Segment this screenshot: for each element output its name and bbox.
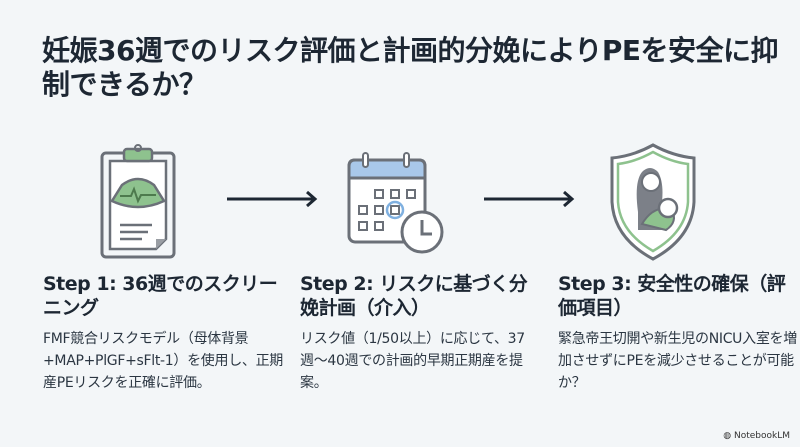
arrow-right-icon bbox=[227, 190, 318, 208]
step-2: Step 2: リスクに基づく分娩計画（介入） リスク値（1/50以上）に応じて… bbox=[300, 272, 540, 394]
shield-mother-baby-icon bbox=[610, 143, 696, 261]
step-heading: Step 2: リスクに基づく分娩計画（介入） bbox=[300, 273, 528, 319]
step-heading: Step 1: 36週でのスクリーニング bbox=[43, 273, 278, 319]
step-3: Step 3: 安全性の確保（評価項目） 緊急帝王切開や新生児のNICU入室を増… bbox=[558, 272, 798, 394]
arrow-right-icon bbox=[484, 190, 575, 208]
step-body: FMF競合リスクモデル（母体背景+MAP+PlGF+sFlt-1）を使用し、正期… bbox=[43, 331, 284, 391]
slide-title: 妊娠36週でのリスク評価と計画的分娩によりPEを安全に抑制できるか？ bbox=[42, 34, 779, 101]
step-body: リスク値（1/50以上）に応じて、37週〜40週での計画的早期正期産を提案。 bbox=[300, 331, 525, 391]
calendar-clock-icon bbox=[347, 152, 444, 254]
step-body: 緊急帝王切開や新生児のNICU入室を増加させずにPEを減少させることが可能か？ bbox=[558, 331, 797, 391]
clipboard-ultrasound-icon bbox=[100, 144, 176, 259]
notebooklm-badge: ◍ NotebookLM bbox=[723, 431, 790, 441]
badge-label: NotebookLM bbox=[733, 431, 790, 441]
step-1: Step 1: 36週でのスクリーニング FMF競合リスクモデル（母体背景+MA… bbox=[43, 272, 283, 394]
notebooklm-logo-icon: ◍ bbox=[723, 431, 734, 441]
step-heading: Step 3: 安全性の確保（評価項目） bbox=[558, 273, 786, 319]
